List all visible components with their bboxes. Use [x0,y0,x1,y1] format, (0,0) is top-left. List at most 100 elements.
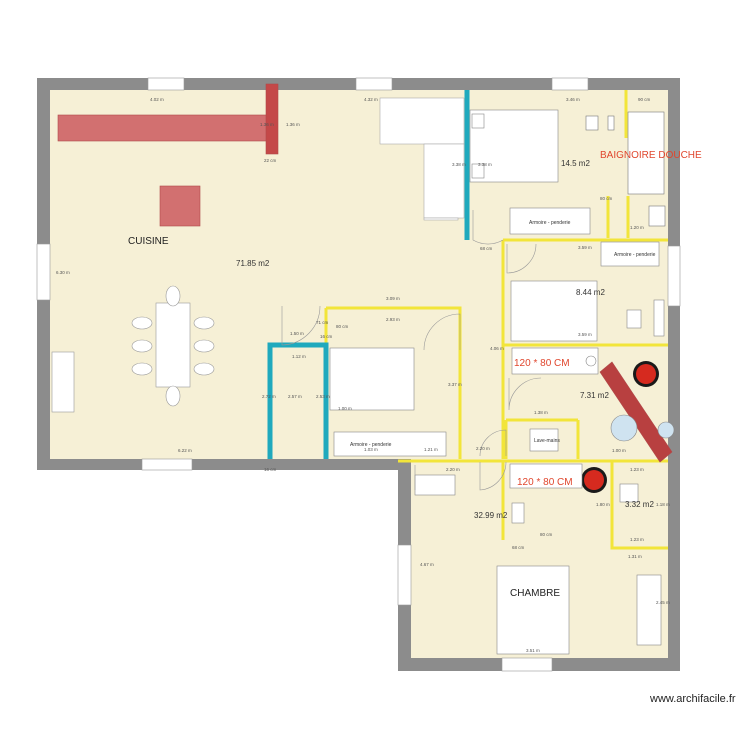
chair [131,316,153,330]
dim-label: 1.00 m [612,448,626,453]
sofa [379,97,465,221]
blue-wall [267,342,329,459]
dim-label: 6.22 m [178,448,192,453]
door [506,243,537,274]
dimension-labels: 4.02 m 4.32 m 3.46 m 90 cm 22 cm 1.36 m … [56,97,670,653]
dim-label: 3.59 m [578,332,592,337]
dim-label: 3.38 m [452,162,466,167]
shower-note-2: 120 * 80 CM [517,477,573,488]
window [141,458,193,471]
dim-label: 1.03 m [364,447,378,452]
dim-label: 2.72 m [262,394,276,399]
dim-label: 68 cm [480,246,493,251]
wardrobe [600,241,660,267]
sink [648,205,666,227]
dim-label: 1.80 m [596,502,610,507]
sofa-arm [423,217,459,221]
room-top-right-area: 14.5 m2 [561,159,590,168]
window [36,243,51,301]
dim-label: 1.38 m [534,410,548,415]
bed [510,280,598,342]
dim-label: 22 cm [264,158,277,163]
chair [165,385,181,407]
window [551,77,589,91]
doors [281,210,542,491]
dim-label: 3.37 m [448,382,462,387]
kitchen-area: 71.85 m2 [236,259,270,268]
round-basin [610,414,638,442]
chair [653,299,665,337]
window [397,544,412,606]
shower-tray [509,463,583,489]
dim-label: 80 cm [600,196,613,201]
door [423,313,461,351]
bed [496,565,570,655]
chair [193,316,215,330]
chair [193,339,215,353]
chair [131,362,153,376]
bottom-furniture [329,347,662,655]
bed [329,347,415,411]
dim-label: 2.53 m [316,394,330,399]
kitchen-label: CUISINE [128,236,169,247]
shower-tray [511,347,599,375]
small-room-area: 3.32 m2 [625,500,654,509]
bath-middle [511,347,675,452]
bedroom-main-label: CHAMBRE [510,588,560,599]
bath-top-right [585,111,666,227]
dim-label: 4.32 m [364,97,378,102]
sofa-side [423,143,465,219]
bed [469,109,559,183]
dim-label: 2.20 m [476,446,490,451]
dim-label: 3.38 m [478,162,492,167]
door [479,429,507,457]
dim-label: 71 cm [316,320,329,325]
toilet [585,115,599,131]
chair [131,339,153,353]
dim-label: 1.23 m [630,467,644,472]
dim-label: 2.45 m [656,600,670,605]
wardrobe-label: Armoire - penderie [529,220,571,226]
partitions [324,90,668,550]
dim-label: 4.02 m [150,97,164,102]
window [147,77,185,91]
dim-label: 2.57 m [288,394,302,399]
dim-label: 4.67 m [420,562,434,567]
round-basin [657,421,675,439]
door [281,305,321,346]
bathtub [627,111,665,195]
dim-label: 68 cm [512,545,525,550]
dim-label: 1.36 m [260,122,274,127]
windows [36,77,681,672]
shower-note-1: 120 * 80 CM [514,358,570,369]
dim-label: 3.59 m [578,245,592,250]
dim-label: 80 cm [336,324,349,329]
bath-note: BAIGNOIRE DOUCHE [600,150,702,161]
dim-label: 3.51 m [526,648,540,653]
partition [326,306,462,459]
door [508,377,542,411]
chair [165,285,181,307]
chimney [265,83,279,155]
sink [619,483,639,503]
dim-label: 1.36 m [286,122,300,127]
dim-label: 1.00 m [338,406,352,411]
dining-table [51,285,215,413]
dim-label: 3.46 m [566,97,580,102]
desk [414,474,456,496]
dim-label: 1.23 m [630,537,644,542]
dim-label: 1.50 m [290,331,304,336]
wardrobe-label: Armoire - penderie [614,252,656,258]
toilet [511,502,525,524]
window [501,657,553,672]
door [472,210,504,245]
chair [193,362,215,376]
dim-label: 2.20 m [446,467,460,472]
window [667,245,681,307]
markers [581,361,659,493]
sink-unit [51,351,75,413]
watermark: www.archifacile.fr [649,693,736,705]
bedroom-main-area: 32.99 m2 [474,511,508,520]
blue-walls [267,90,470,459]
pipe-marker [636,364,656,384]
